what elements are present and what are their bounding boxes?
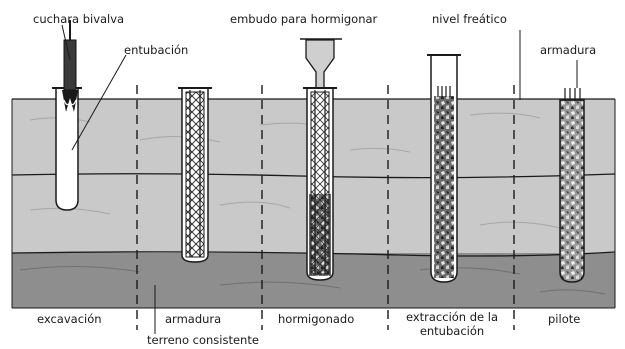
concreting-casing xyxy=(303,87,337,281)
label-embudo: embudo para hormigonar xyxy=(230,12,378,26)
label-armadura-top: armadura xyxy=(540,43,597,57)
leader-entubacion xyxy=(71,54,127,151)
label-entubacion-top: entubación xyxy=(124,43,189,57)
label-extraccion-line1: extracción de la xyxy=(405,310,499,324)
label-extraccion-line2: entubación xyxy=(419,324,485,338)
reinforcement-cage-casing xyxy=(178,87,212,263)
stage-separators xyxy=(136,85,515,330)
clamshell-bucket-icon xyxy=(62,20,78,112)
stratum-boundary-line xyxy=(11,251,616,257)
label-nivel-freatico: nivel freático xyxy=(432,12,507,26)
finished-pile xyxy=(559,88,585,283)
label-cuchara-bivalva: cuchara bivalva xyxy=(33,12,125,26)
label-excavacion: excavación xyxy=(37,312,102,326)
concreting-funnel-icon xyxy=(300,38,342,89)
label-pilote: pilote xyxy=(548,312,581,326)
water-table-line xyxy=(11,173,616,179)
casing-extraction xyxy=(427,54,461,283)
leader-cuchara xyxy=(61,24,71,61)
label-terreno-consistente: terreno consistente xyxy=(147,333,259,347)
label-hormigonado: hormigonado xyxy=(278,312,355,326)
soil-texture xyxy=(29,112,561,229)
label-armadura-stage: armadura xyxy=(165,312,222,326)
